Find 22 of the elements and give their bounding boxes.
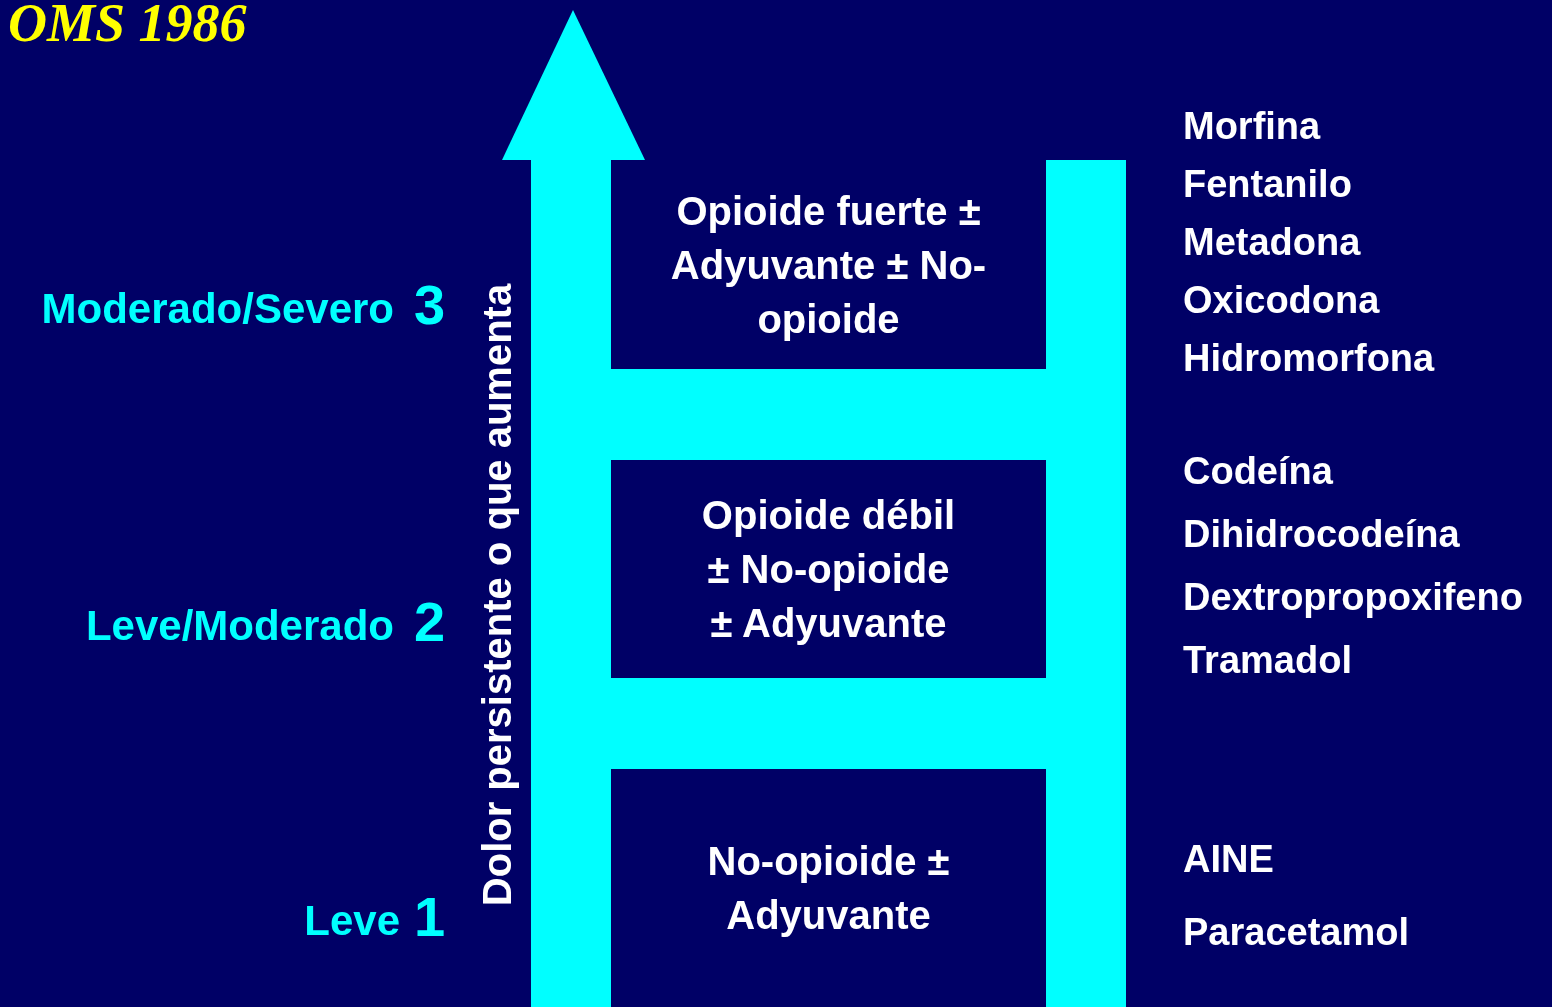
drug-name: Oxicodona: [1183, 279, 1380, 322]
step-text: Opioide débil ± No-opioide ± Adyuvante: [700, 492, 957, 647]
step-number: 3: [414, 272, 446, 337]
step-number: 1: [414, 884, 446, 949]
pain-level-label: Moderado/Severo: [41, 285, 394, 333]
pain-level-label: Leve/Moderado: [85, 602, 394, 650]
drug-name: Paracetamol: [1183, 911, 1409, 954]
axis-label: Dolor persistente o que aumenta: [474, 283, 520, 907]
drug-name: Tramadol: [1183, 639, 1352, 682]
step-text: Opioide fuerte ± Adyuvante ± No-opioide: [669, 187, 988, 343]
drug-name: Dihidrocodeína: [1183, 513, 1460, 556]
step-number: 2: [414, 589, 446, 654]
drug-name: Dextropropoxifeno: [1183, 576, 1523, 619]
drug-name: Codeína: [1183, 450, 1333, 493]
title: OMS 1986: [8, 0, 247, 54]
drug-name: Morfina: [1183, 105, 1321, 148]
drug-name: Metadona: [1183, 221, 1361, 264]
step-text: No-opioide ± Adyuvante: [706, 838, 951, 939]
drug-name: Hidromorfona: [1183, 337, 1435, 380]
pain-level-label: Leve: [304, 897, 400, 945]
drug-name: Fentanilo: [1183, 163, 1352, 206]
drug-name: AINE: [1183, 838, 1274, 881]
